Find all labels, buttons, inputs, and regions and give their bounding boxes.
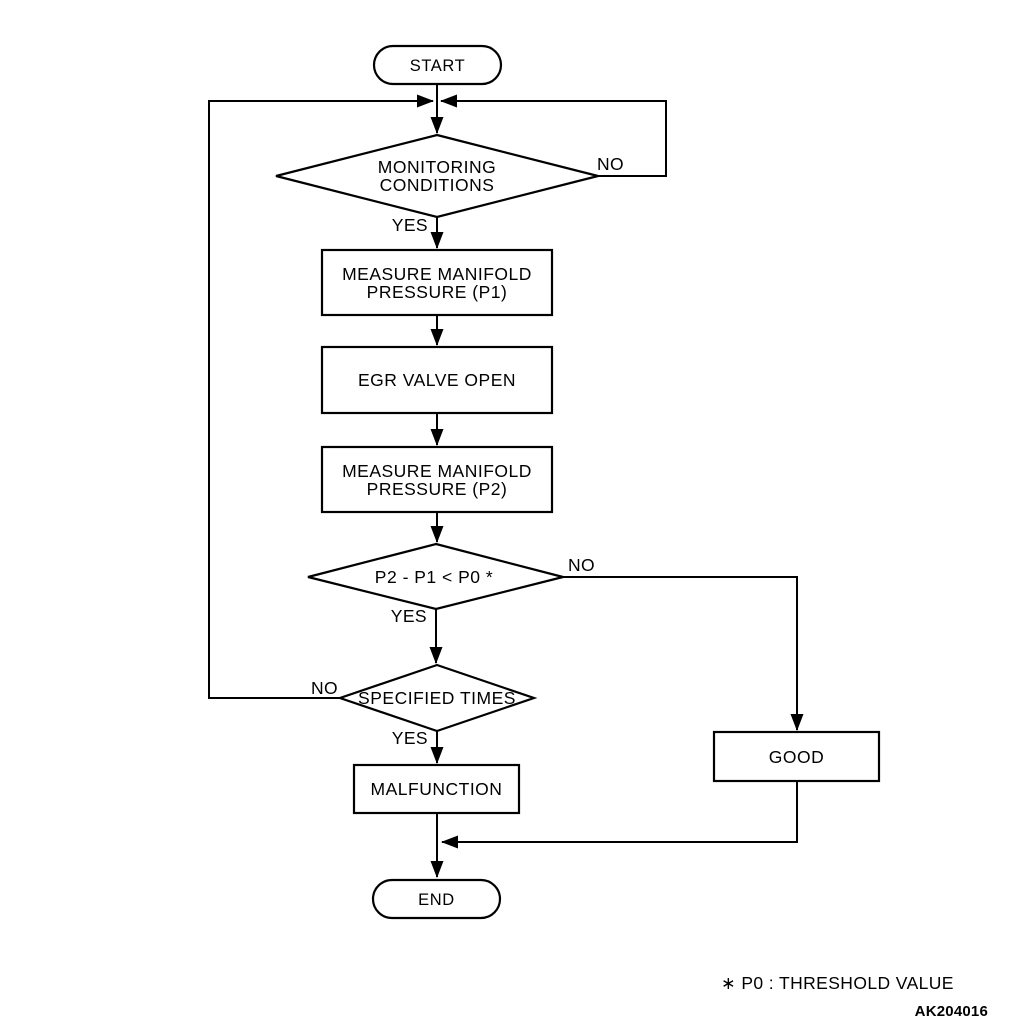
measure-p2-process-shape [320, 445, 554, 514]
measure-p1-process-shape [320, 248, 554, 317]
node-egr-valve-open: EGR VALVE OPEN [320, 345, 554, 415]
egr-label: EGR VALVE OPEN [358, 370, 516, 390]
measure-p2-label-line1: MEASURE MANIFOLD [342, 461, 532, 481]
compare-no-label: NO [568, 555, 595, 575]
end-label: END [418, 891, 455, 909]
edge-specified-no-loop [208, 94, 434, 699]
specified-no-label: NO [311, 678, 338, 698]
good-process-shape [712, 730, 881, 783]
measure-p1-label-line1: MEASURE MANIFOLD [342, 264, 532, 284]
branch-labels: NO YES NO YES NO YES [311, 154, 624, 748]
figure-code: AK204016 [915, 1003, 988, 1020]
edge-compare-no-to-good [563, 576, 804, 731]
start-label: START [410, 57, 466, 75]
malfunction-process-shape [352, 763, 521, 815]
specified-yes-label: YES [392, 728, 428, 748]
monitoring-label-line2: CONDITIONS [380, 175, 495, 195]
start-terminator-shape [372, 44, 503, 86]
end-terminator-shape [371, 878, 502, 920]
measure-p1-label-line2: PRESSURE (P1) [367, 282, 508, 302]
edge-good-to-end-junction [441, 781, 798, 849]
node-start: START [372, 44, 503, 86]
good-label: GOOD [769, 747, 824, 767]
node-good: GOOD [712, 730, 881, 783]
monitoring-label-line1: MONITORING [378, 157, 496, 177]
compare-yes-label: YES [391, 606, 427, 626]
measure-p2-label-line2: PRESSURE (P2) [367, 479, 508, 499]
node-specified-times: SPECIFIED TIMES [336, 663, 538, 733]
pressure-compare-decision-shape [307, 542, 564, 611]
egr-process-shape [320, 345, 554, 415]
node-end: END [371, 878, 502, 920]
footnote-threshold-value: ∗ P0 : THRESHOLD VALUE [721, 973, 954, 993]
monitoring-decision-shape [275, 133, 599, 219]
node-pressure-compare: P2 - P1 < P0 * [307, 542, 564, 611]
edge-monitoring-no-loop [440, 94, 667, 177]
node-malfunction: MALFUNCTION [352, 763, 521, 815]
edges [208, 84, 804, 878]
monitoring-no-label: NO [597, 154, 624, 174]
node-monitoring-conditions: MONITORING CONDITIONS [275, 133, 599, 219]
monitoring-yes-label: YES [392, 215, 428, 235]
node-measure-p2: MEASURE MANIFOLD PRESSURE (P2) [320, 445, 554, 514]
malfunction-label: MALFUNCTION [371, 779, 503, 799]
node-measure-p1: MEASURE MANIFOLD PRESSURE (P1) [320, 248, 554, 317]
specified-times-label: SPECIFIED TIMES [358, 688, 516, 708]
specified-times-decision-shape [336, 663, 538, 733]
pressure-compare-label: P2 - P1 < P0 * [375, 567, 493, 587]
